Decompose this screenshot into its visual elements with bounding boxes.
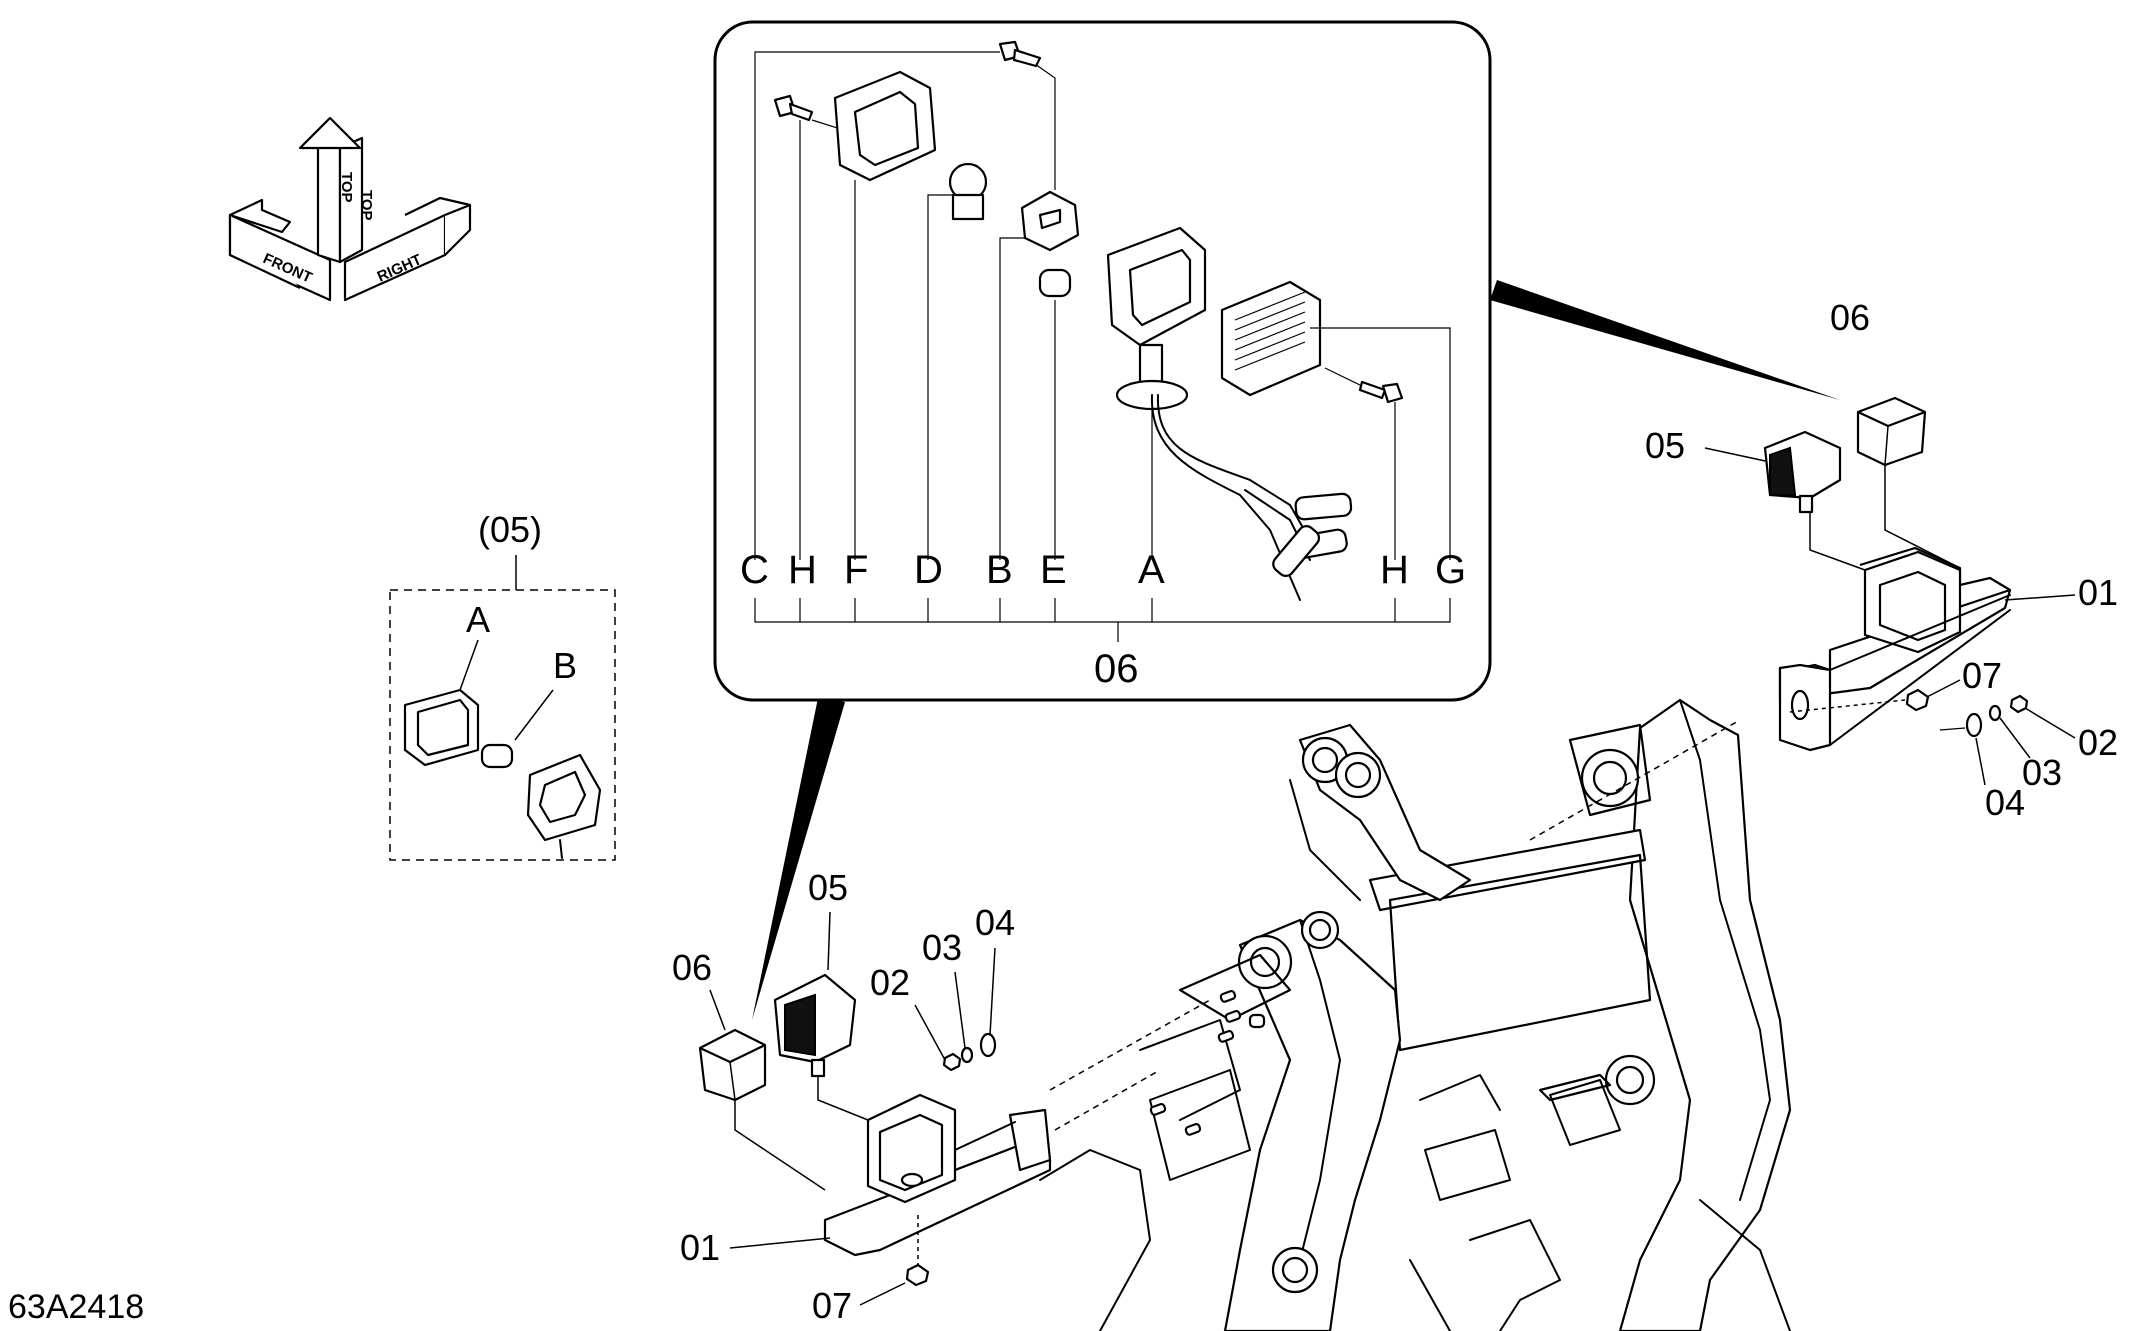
screw-h-right-icon xyxy=(1358,380,1404,404)
right-callout-07: 07 xyxy=(1962,655,2002,696)
grommet-e-icon xyxy=(1038,268,1072,298)
lens-g-icon xyxy=(1220,280,1322,397)
inset-assembly-number: 06 xyxy=(1094,647,1139,691)
right-callout-04: 04 xyxy=(1985,782,2025,823)
left-callout-05: 05 xyxy=(808,867,848,908)
inset-letter-d: D xyxy=(914,548,943,592)
inset-letter-e: E xyxy=(1040,548,1067,592)
left-callout-07: 07 xyxy=(812,1285,852,1326)
left-callout-06: 06 xyxy=(672,947,712,988)
right-callout-05: 05 xyxy=(1645,425,1685,466)
inset-pointer-left xyxy=(752,698,845,1020)
left-callout-01: 01 xyxy=(680,1227,720,1268)
right-bracket-01-icon xyxy=(1778,546,2012,752)
inset-letter-f: F xyxy=(844,548,868,592)
right-callout-01: 01 xyxy=(2078,572,2118,613)
lens-frame-f-icon xyxy=(833,70,937,182)
left-lamp-05-icon xyxy=(773,973,857,1078)
frame-pins-icon xyxy=(1149,989,1266,1136)
screw-c-icon xyxy=(998,40,1042,68)
detail-group-box xyxy=(389,589,616,861)
right-washer-03-icon xyxy=(1988,704,2002,722)
inset-letter-h1: H xyxy=(788,548,817,592)
right-lamp-assembly: 06 05 01 07 xyxy=(1645,297,2118,823)
right-lamp-05-icon xyxy=(1763,430,1842,514)
lamp-housing-a-icon xyxy=(1106,226,1353,601)
left-washer-03-icon xyxy=(960,1046,974,1064)
left-nut-02-icon xyxy=(942,1052,962,1072)
left-callout-02: 02 xyxy=(870,962,910,1003)
inset-letter-a: A xyxy=(1138,548,1165,592)
left-washer-04-icon xyxy=(979,1032,997,1058)
detail-letter-b: B xyxy=(553,645,577,686)
left-lamp-assembly: 05 06 02 03 04 xyxy=(672,867,1161,1326)
drawing-code: 63A2418 xyxy=(8,1288,144,1326)
left-nut-07-icon xyxy=(905,1263,930,1287)
inset-pointer-right xyxy=(1490,280,1840,400)
lens-frame-a-icon xyxy=(403,688,480,767)
left-lens-06-icon xyxy=(698,1028,767,1102)
inset-letter-g: G xyxy=(1435,548,1466,592)
top-label-1: TOP xyxy=(338,172,355,203)
bulb-d-icon xyxy=(948,162,988,221)
lamp-housing-icon xyxy=(526,753,602,859)
orientation-arrows: FRONT TOP TOP RIGHT xyxy=(228,116,472,302)
top-label-2: TOP xyxy=(358,190,375,221)
right-washer-04-icon xyxy=(1965,712,1983,738)
bulb-b-icon xyxy=(480,743,514,769)
inset-letter-h2: H xyxy=(1380,548,1409,592)
inset-detail: C H F D B E A H G 06 xyxy=(713,20,1840,1020)
right-lens-06-icon xyxy=(1856,396,1927,467)
screw-h-left-icon xyxy=(773,94,814,122)
inset-letter-b: B xyxy=(986,548,1013,592)
inset-letter-c: C xyxy=(740,548,769,592)
front-arrow-icon: FRONT xyxy=(228,198,332,302)
right-nut-07-icon xyxy=(1905,688,1930,712)
inset-frame xyxy=(713,20,1492,702)
left-callout-03: 03 xyxy=(922,927,962,968)
left-callout-04: 04 xyxy=(975,902,1015,943)
top-arrow-icon: TOP TOP xyxy=(298,116,375,264)
right-callout-02: 02 xyxy=(2078,722,2118,763)
detail-group-05: (05) A B xyxy=(389,509,616,861)
detail-group-label: (05) xyxy=(478,509,542,550)
left-bracket-01-icon xyxy=(823,1093,1052,1257)
detail-letter-a: A xyxy=(466,599,490,640)
right-callout-06: 06 xyxy=(1830,297,1870,338)
right-nut-02-icon xyxy=(2009,694,2029,714)
inset-letter-row: C H F D B E A H G xyxy=(740,548,1466,592)
loader-frame xyxy=(1039,698,1792,1331)
right-callout-03: 03 xyxy=(2022,752,2062,793)
